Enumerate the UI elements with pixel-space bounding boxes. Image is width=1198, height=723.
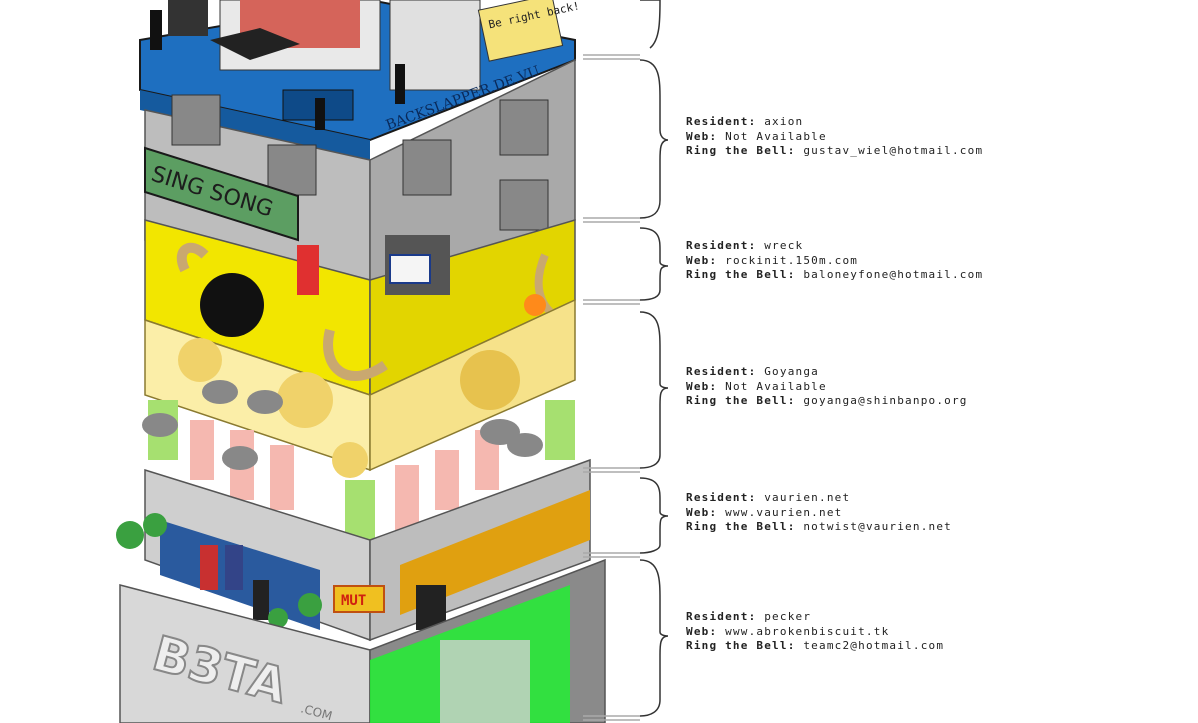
- resident-entry: Resident: vaurien.net Web: www.vaurien.n…: [686, 491, 952, 533]
- roof-floor: [139, 0, 576, 160]
- resident-email-link[interactable]: goyanga@shinbanpo.org: [803, 394, 968, 407]
- hanging-man: [297, 245, 319, 295]
- resident-name: pecker: [764, 610, 812, 623]
- resident-web: Not Available: [725, 379, 827, 393]
- lower-floor: [116, 458, 591, 642]
- server-rack: [389, 0, 481, 91]
- resident-email-link[interactable]: teamc2@hotmail.com: [803, 639, 945, 652]
- resident-entry: Resident: wreck Web: rockinit.150m.com R…: [686, 239, 984, 281]
- resident-web-link[interactable]: rockinit.150m.com: [725, 253, 859, 267]
- resident-web: Not Available: [725, 129, 827, 143]
- resident-email-link[interactable]: notwist@vaurien.net: [803, 520, 952, 533]
- resident-entry: Resident: pecker Web: www.abrokenbiscuit…: [686, 610, 945, 652]
- fire-icon: [524, 294, 546, 316]
- cats-and-rats: [142, 380, 575, 550]
- resident-name: Goyanga: [764, 365, 819, 378]
- resident-email-link[interactable]: gustav_wiel@hotmail.com: [803, 144, 984, 157]
- resident-web-link[interactable]: www.abrokenbiscuit.tk: [725, 624, 890, 638]
- resident-name: wreck: [764, 239, 804, 252]
- resident-name: vaurien.net: [764, 491, 851, 504]
- yellow-floor: [144, 218, 576, 397]
- floor-braces: [583, 0, 669, 721]
- bomb-icon: [200, 273, 264, 337]
- palm-plant-icon: [116, 521, 144, 549]
- resident-name: axion: [764, 115, 804, 128]
- console-icon: [389, 254, 431, 284]
- robot-mech: [440, 640, 530, 723]
- base-floor: B3TA .COM: [119, 558, 606, 723]
- resident-entry: Resident: axion Web: Not Available Ring …: [686, 115, 984, 157]
- mut-sign: MUT: [333, 585, 385, 613]
- mut-sign-text: MUT: [341, 593, 366, 609]
- resident-entry: Resident: Goyanga Web: Not Available Rin…: [686, 365, 968, 407]
- resident-web-link[interactable]: www.vaurien.net: [725, 505, 843, 519]
- resident-email-link[interactable]: baloneyfone@hotmail.com: [803, 268, 984, 281]
